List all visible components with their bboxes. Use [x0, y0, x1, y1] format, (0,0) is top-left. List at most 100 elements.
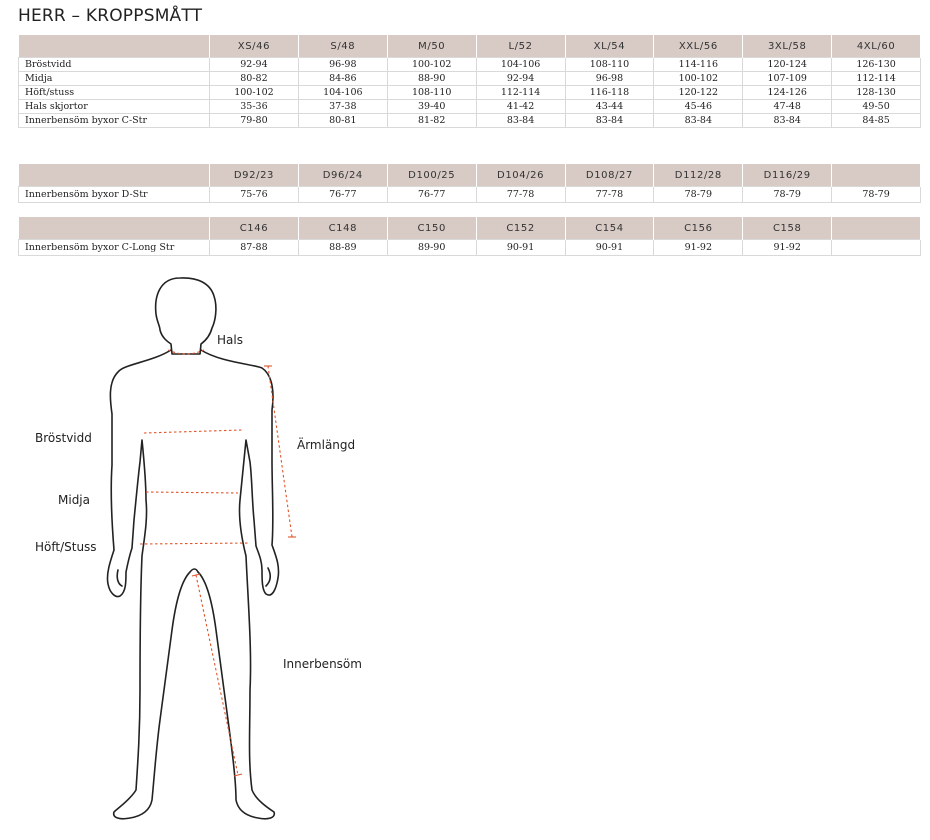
- measurement-cell: 45-46: [653, 99, 744, 114]
- torso-left-outline: [106, 349, 199, 820]
- head-outline: [154, 277, 217, 355]
- right-hand-detail: [265, 567, 271, 587]
- measurement-cell: 112-114: [476, 85, 566, 100]
- size-header-cell: [831, 217, 921, 240]
- label-sleeve: Ärmlängd: [297, 438, 356, 452]
- size-header-cell: M/50: [387, 35, 477, 58]
- size-header-cell: D104/26: [476, 164, 566, 187]
- size-header-cell: [831, 164, 921, 187]
- measurement-cell: 114-116: [653, 57, 744, 72]
- size-header-cell: C152: [476, 217, 566, 240]
- label-hip: Höft/Stuss: [35, 540, 97, 554]
- measurement-cell: 112-114: [831, 71, 921, 86]
- label-chest: Bröstvidd: [35, 431, 92, 445]
- measurement-cell: 37-38: [298, 99, 388, 114]
- size-header-cell: C156: [653, 217, 744, 240]
- row-label: Midja: [18, 71, 210, 86]
- row-label: Innerbensöm byxor D-Str: [18, 186, 210, 203]
- measurement-cell: 100-102: [653, 71, 744, 86]
- size-header-cell: 4XL/60: [831, 35, 921, 58]
- measurement-cell: 47-48: [742, 99, 833, 114]
- label-inseam: Innerbensöm: [283, 657, 362, 671]
- measurement-cell: 80-81: [298, 113, 388, 128]
- header-blank-cell: [18, 35, 210, 58]
- hip-measure-line: [139, 542, 251, 545]
- size-header-cell: 3XL/58: [742, 35, 833, 58]
- size-header-cell: L/52: [476, 35, 566, 58]
- measurement-cell: 84-86: [298, 71, 388, 86]
- size-header-cell: D108/27: [565, 164, 655, 187]
- inseam-measure-line: [195, 574, 239, 776]
- measurement-cell: 83-84: [742, 113, 833, 128]
- measurement-cell: 76-77: [298, 186, 388, 203]
- body-outline: [106, 277, 280, 820]
- measurement-cell: 108-110: [387, 85, 477, 100]
- measurement-cell: 83-84: [565, 113, 655, 128]
- measure-ticks: [191, 365, 296, 777]
- measurement-cell: 91-92: [742, 239, 833, 256]
- measurement-cell: 116-118: [565, 85, 655, 100]
- row-label: Hals skjortor: [18, 99, 210, 114]
- measurement-cell: 43-44: [565, 99, 655, 114]
- header-blank-cell: [18, 164, 210, 187]
- measurement-cell: 100-102: [209, 85, 299, 100]
- size-header-cell: C150: [387, 217, 477, 240]
- chest-measure-line: [143, 429, 243, 434]
- size-header-cell: XS/46: [209, 35, 299, 58]
- measurement-cell: 92-94: [476, 71, 566, 86]
- size-header-cell: XL/54: [565, 35, 655, 58]
- size-header-cell: C154: [565, 217, 655, 240]
- size-header-cell: D112/28: [653, 164, 744, 187]
- measurement-cell: 89-90: [387, 239, 477, 256]
- size-header-cell: D92/23: [209, 164, 299, 187]
- measurement-cell: 76-77: [387, 186, 477, 203]
- measurement-cell: 78-79: [653, 186, 744, 203]
- measurement-cell: 78-79: [742, 186, 833, 203]
- size-header-cell: XXL/56: [653, 35, 744, 58]
- measurement-cell: 104-106: [298, 85, 388, 100]
- size-header-cell: D96/24: [298, 164, 388, 187]
- measurement-cell: 77-78: [565, 186, 655, 203]
- measurement-cell: 84-85: [831, 113, 921, 128]
- sleeve-measure-line: [267, 365, 293, 538]
- measurement-cell: 108-110: [565, 57, 655, 72]
- row-label: Innerbensöm byxor C-Long Str: [18, 239, 210, 256]
- measurement-cell: 81-82: [387, 113, 477, 128]
- measurement-cell: [831, 239, 921, 256]
- page-title: HERR – KROPPSMÅTT: [18, 6, 203, 26]
- size-header-cell: S/48: [298, 35, 388, 58]
- torso-right-outline: [197, 349, 280, 820]
- size-header-cell: D116/29: [742, 164, 833, 187]
- measurement-cell: 104-106: [476, 57, 566, 72]
- measure-lines: [139, 349, 293, 776]
- size-header-cell: C146: [209, 217, 299, 240]
- measurement-cell: 120-122: [653, 85, 744, 100]
- measurement-cell: 83-84: [476, 113, 566, 128]
- measurement-cell: 90-91: [565, 239, 655, 256]
- measurement-cell: 128-130: [831, 85, 921, 100]
- measurement-cell: 124-126: [742, 85, 833, 100]
- size-header-cell: C158: [742, 217, 833, 240]
- measurement-cell: 120-124: [742, 57, 833, 72]
- measurement-cell: 96-98: [565, 71, 655, 86]
- row-label: Höft/stuss: [18, 85, 210, 100]
- measurement-cell: 75-76: [209, 186, 299, 203]
- measurement-cell: 39-40: [387, 99, 477, 114]
- row-label: Bröstvidd: [18, 57, 210, 72]
- measurement-cell: 78-79: [831, 186, 921, 203]
- measurement-cell: 83-84: [653, 113, 744, 128]
- measurement-cell: 92-94: [209, 57, 299, 72]
- measurement-cell: 88-90: [387, 71, 477, 86]
- measurement-cell: 87-88: [209, 239, 299, 256]
- row-label: Innerbensöm byxor C-Str: [18, 113, 210, 128]
- measurement-cell: 126-130: [831, 57, 921, 72]
- label-waist: Midja: [58, 493, 90, 507]
